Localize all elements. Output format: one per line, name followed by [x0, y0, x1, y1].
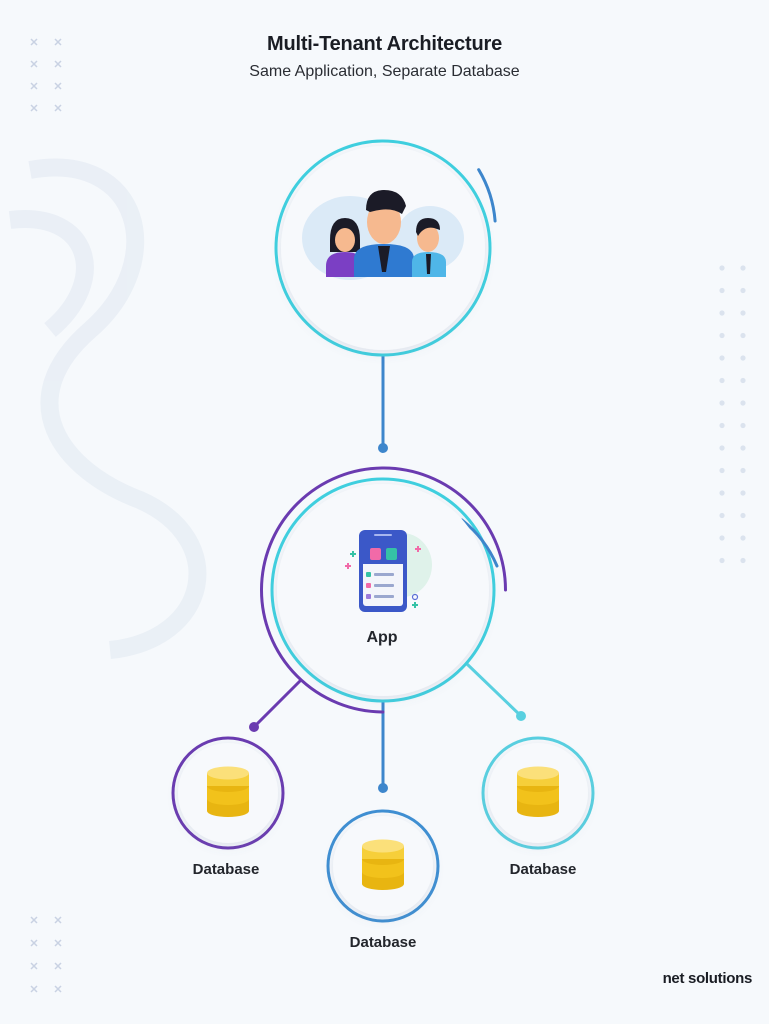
users-node [274, 139, 497, 357]
app-label: App [366, 629, 398, 646]
app-node [260, 466, 507, 714]
brand-logo: net solutions [662, 970, 753, 987]
database-right-label: Database [509, 861, 577, 878]
database-left-label: Database [192, 861, 260, 878]
cross-pattern-top-left [30, 38, 62, 112]
database-node-left [171, 736, 285, 850]
app-to-database-middle-connector [378, 700, 388, 793]
database-icon [362, 839, 404, 890]
cross-pattern-bottom-left [30, 916, 62, 993]
app-to-database-left-connector [249, 678, 303, 732]
diagram-subtitle: Same Application, Separate Database [249, 63, 520, 80]
mobile-app-icon [345, 530, 432, 612]
dot-pattern-right [719, 265, 746, 564]
database-icon [517, 766, 559, 817]
database-middle-label: Database [349, 934, 417, 951]
background-swirl-decoration [8, 158, 207, 659]
users-to-app-connector [378, 355, 388, 453]
database-icon [207, 766, 249, 817]
users-group-icon [302, 190, 464, 280]
diagram-title: Multi-Tenant Architecture [266, 33, 502, 55]
database-node-right [481, 736, 595, 850]
app-to-database-right-connector [465, 662, 526, 721]
database-node-middle [326, 809, 440, 923]
